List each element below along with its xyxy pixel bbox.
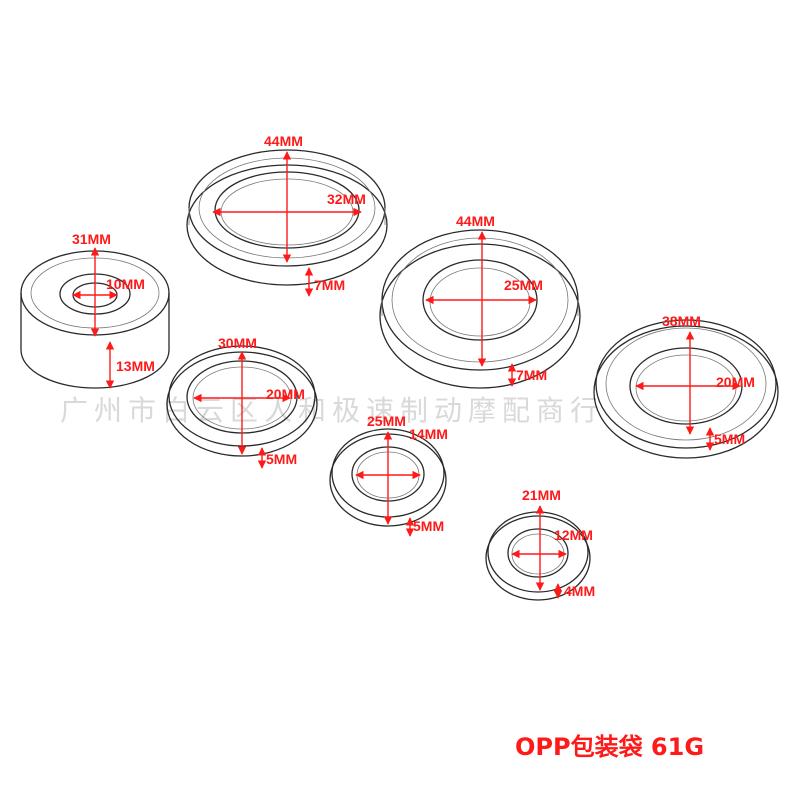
thickness-dim-label: 5MM	[714, 431, 745, 447]
outer-dim-label: 25MM	[367, 413, 406, 429]
seal-38-20-5: 38MM 20MM 5MM	[593, 313, 779, 459]
inner-dim-label: 10MM	[106, 276, 145, 292]
inner-dim-label: 14MM	[409, 426, 448, 442]
inner-dim-label: 20MM	[266, 386, 305, 402]
seal-31-10-13: 31MM 10MM 13MM	[20, 231, 170, 389]
outer-dim-label: 44MM	[456, 213, 495, 229]
thickness-dim-label: 13MM	[116, 358, 155, 374]
seal-44-32-7: 44MM 32MM 7MM	[186, 133, 388, 297]
inner-dim-label: 32MM	[327, 191, 366, 207]
thickness-dim-label: 5MM	[413, 518, 444, 534]
outer-dim-label: 30MM	[218, 335, 257, 351]
outer-dim-label: 21MM	[522, 487, 561, 503]
outer-dim-label: 38MM	[662, 313, 701, 329]
watermark-text: 广州市白云区人和极速制动摩配商行	[60, 394, 604, 427]
thickness-dim-label: 7MM	[314, 277, 345, 293]
inner-dim-label: 12MM	[554, 527, 593, 543]
seal-25-14-5: 25MM 14MM 5MM	[329, 413, 448, 537]
seal-30-20-5: 30MM 20MM 5MM	[166, 335, 318, 469]
thickness-dim-label: 7MM	[516, 367, 547, 383]
outer-dim-label: 44MM	[264, 133, 303, 149]
inner-dim-label: 20MM	[716, 374, 755, 390]
seal-44-25-7: 44MM 25MM 7MM	[379, 213, 581, 389]
seal-21-12-4: 21MM 12MM 4MM	[485, 487, 595, 601]
packaging-caption: OPP包装袋 61G	[515, 733, 704, 761]
thickness-dim-label: 4MM	[564, 583, 595, 599]
outer-dim-label: 31MM	[72, 231, 111, 247]
thickness-dim-label: 5MM	[266, 451, 297, 467]
inner-dim-label: 25MM	[504, 277, 543, 293]
